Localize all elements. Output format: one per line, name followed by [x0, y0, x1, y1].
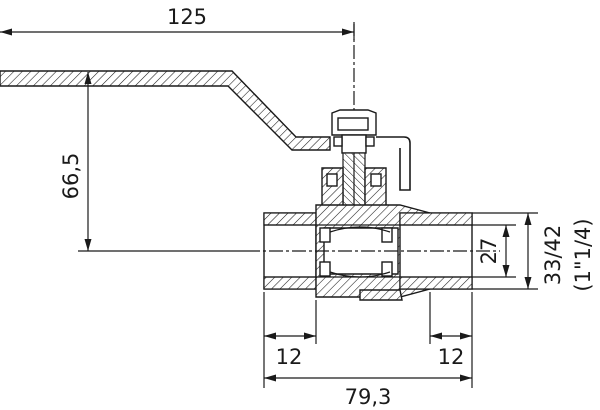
dimension-handle-length: 125: [0, 5, 355, 40]
dimension-label-27: 27: [477, 238, 501, 265]
dimension-overall-length: 79,3: [264, 374, 472, 409]
center-lines: [246, 22, 500, 252]
valve-handle: [0, 70, 331, 151]
dimension-label-33-42: 33/42: [541, 225, 565, 286]
dimension-bore: 27: [472, 224, 516, 278]
dimension-label-12-right: 12: [438, 345, 465, 369]
valve-body: [263, 167, 473, 301]
dimension-label-66-5: 66,5: [59, 153, 83, 200]
dimension-thread-diameter: 33/42 (1"1/4): [472, 212, 595, 292]
dimension-label-thread-size: (1"1/4): [571, 218, 595, 291]
dimension-label-125: 125: [167, 5, 207, 29]
dimension-label-12-left: 12: [276, 345, 303, 369]
dimension-left-thread: 12: [263, 292, 317, 388]
dimension-handle-height: 66,5: [59, 72, 246, 252]
dimension-label-79-3: 79,3: [345, 385, 392, 409]
dimension-right-thread: 12: [429, 292, 473, 388]
